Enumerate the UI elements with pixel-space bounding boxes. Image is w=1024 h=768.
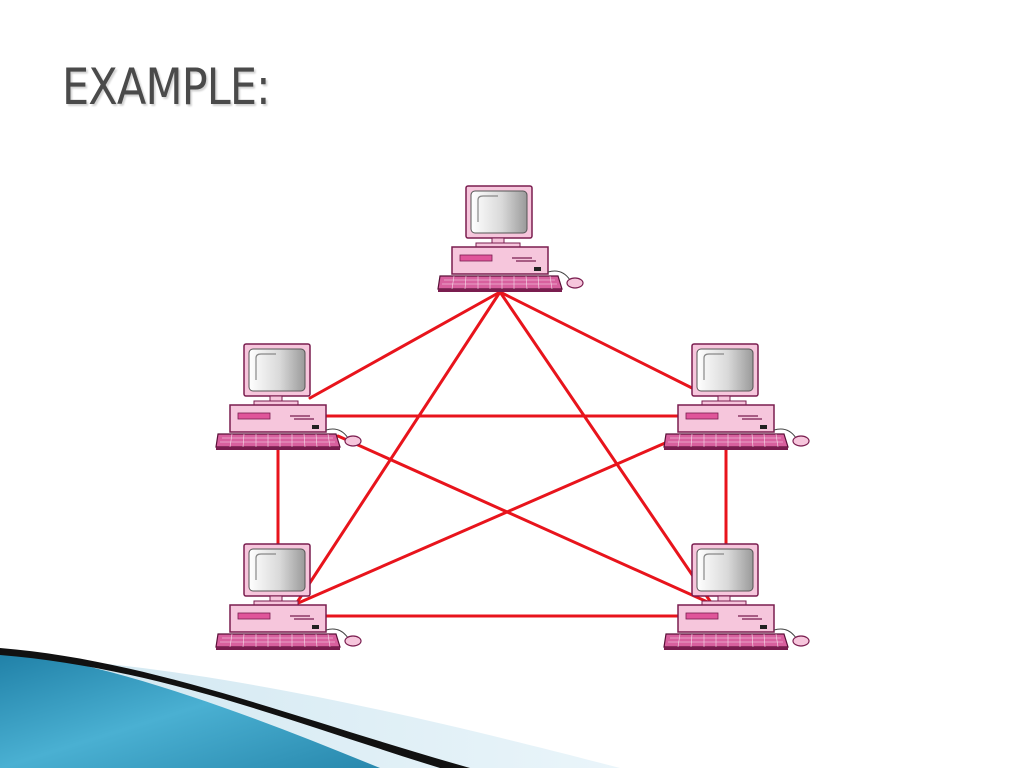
link-top-to-mid-right bbox=[498, 290, 702, 394]
desktop-computer-bottom-left-icon bbox=[215, 543, 362, 651]
network-nodes bbox=[215, 185, 810, 651]
link-top-to-bottom-right bbox=[498, 290, 714, 606]
link-mid-left-to-bottom-right bbox=[336, 434, 714, 606]
slide-title: EXAMPLE: bbox=[62, 58, 271, 116]
wave-blue-band bbox=[0, 650, 380, 768]
desktop-computer-mid-right-icon bbox=[663, 343, 810, 451]
wave-dark-stripe bbox=[0, 648, 470, 768]
desktop-computer-top-icon bbox=[437, 185, 584, 293]
desktop-computer-bottom-right-icon bbox=[663, 543, 810, 651]
link-top-to-mid-left bbox=[308, 290, 502, 400]
network-links bbox=[276, 290, 728, 618]
link-top-to-bottom-left bbox=[294, 290, 502, 606]
link-mid-right-to-bottom-left bbox=[294, 438, 674, 606]
desktop-computer-mid-left-icon bbox=[215, 343, 362, 451]
